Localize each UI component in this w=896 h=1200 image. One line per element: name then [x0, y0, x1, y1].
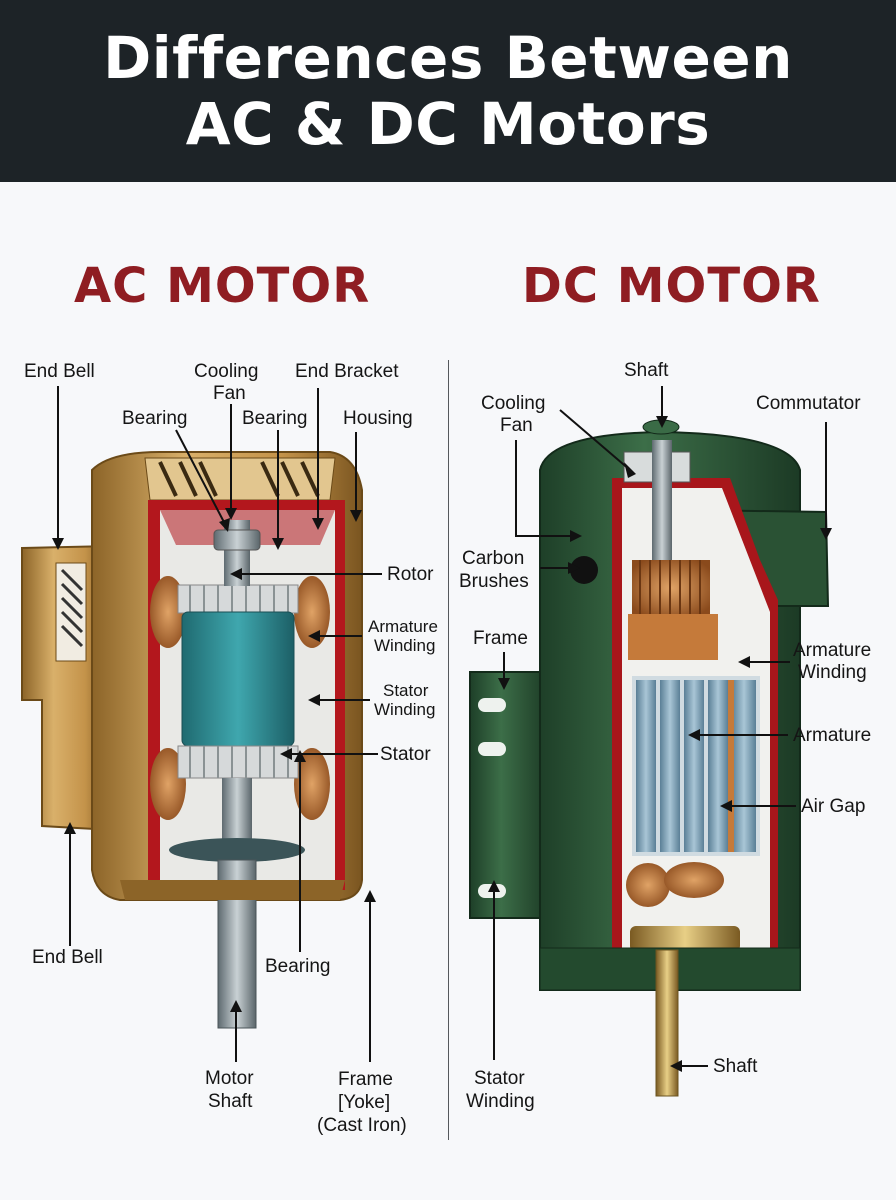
dc-label-armature-winding-line1: Armature: [793, 640, 872, 661]
ac-label-end-bell-bottom: End Bell: [32, 947, 103, 968]
ac-label-stator: Stator: [380, 744, 431, 765]
dc-label-armature: Armature: [793, 725, 872, 746]
dc-label-cooling-fan-line2: Fan: [500, 415, 533, 436]
ac-label-motor-shaft-line1: Motor: [205, 1068, 254, 1089]
ac-motor-title: AC MOTOR: [74, 258, 371, 314]
dc-label-carbon-brushes-line1: Carbon: [462, 548, 525, 569]
center-divider: [448, 360, 449, 1140]
ac-label-cooling-fan-line1: Cooling: [194, 361, 259, 382]
ac-label-frame-line2: [Yoke]: [338, 1092, 391, 1113]
ac-label-stator-winding-line1: Stator: [383, 681, 429, 700]
dc-label-shaft-bottom: Shaft: [713, 1056, 758, 1077]
ac-label-end-bracket: End Bracket: [295, 361, 399, 382]
page-title-line-2: AC & DC Motors: [185, 90, 711, 158]
ac-label-bearing-left: Bearing: [122, 408, 188, 429]
dc-motor-drawing: [469, 419, 830, 1097]
ac-pointer-heads: [52, 508, 376, 1012]
dc-pointer-heads: [488, 416, 832, 1072]
ac-label-motor-shaft-line2: Shaft: [208, 1091, 253, 1112]
ac-label-frame-line1: Frame: [338, 1069, 393, 1090]
ac-label-bearing-bottom: Bearing: [265, 956, 331, 977]
ac-motor-drawing: [21, 451, 363, 1029]
ac-label-stator-winding-line2: Winding: [374, 700, 436, 719]
dc-label-stator-winding-line2: Winding: [466, 1091, 535, 1112]
ac-label-cooling-fan-line2: Fan: [213, 383, 246, 404]
ac-label-housing: Housing: [343, 408, 413, 429]
dc-label-stator-winding-line1: Stator: [474, 1068, 525, 1089]
dc-pointer-lines: [493, 386, 827, 1067]
ac-label-frame-line3: (Cast Iron): [317, 1115, 407, 1136]
dc-label-shaft-top: Shaft: [624, 360, 669, 381]
dc-label-air-gap: Air Gap: [801, 796, 866, 817]
ac-label-end-bell-top: End Bell: [24, 361, 95, 382]
ac-label-armature-winding-line2: Winding: [374, 636, 436, 655]
dc-label-cooling-fan-line1: Cooling: [481, 393, 546, 414]
header-banner: Differences Between AC & DC Motors: [0, 0, 896, 182]
ac-label-bearing-right: Bearing: [242, 408, 308, 429]
dc-label-carbon-brushes-line2: Brushes: [459, 571, 529, 592]
page-title-line-1: Differences Between: [103, 24, 793, 92]
dc-label-armature-winding-line2: Winding: [798, 662, 867, 683]
dc-label-commutator: Commutator: [756, 393, 861, 414]
dc-motor-title: DC MOTOR: [522, 258, 821, 314]
ac-pointer-lines: [57, 386, 382, 1062]
dc-label-frame: Frame: [473, 628, 528, 649]
ac-label-armature-winding-line1: Armature: [368, 617, 438, 636]
ac-label-rotor: Rotor: [387, 564, 434, 585]
